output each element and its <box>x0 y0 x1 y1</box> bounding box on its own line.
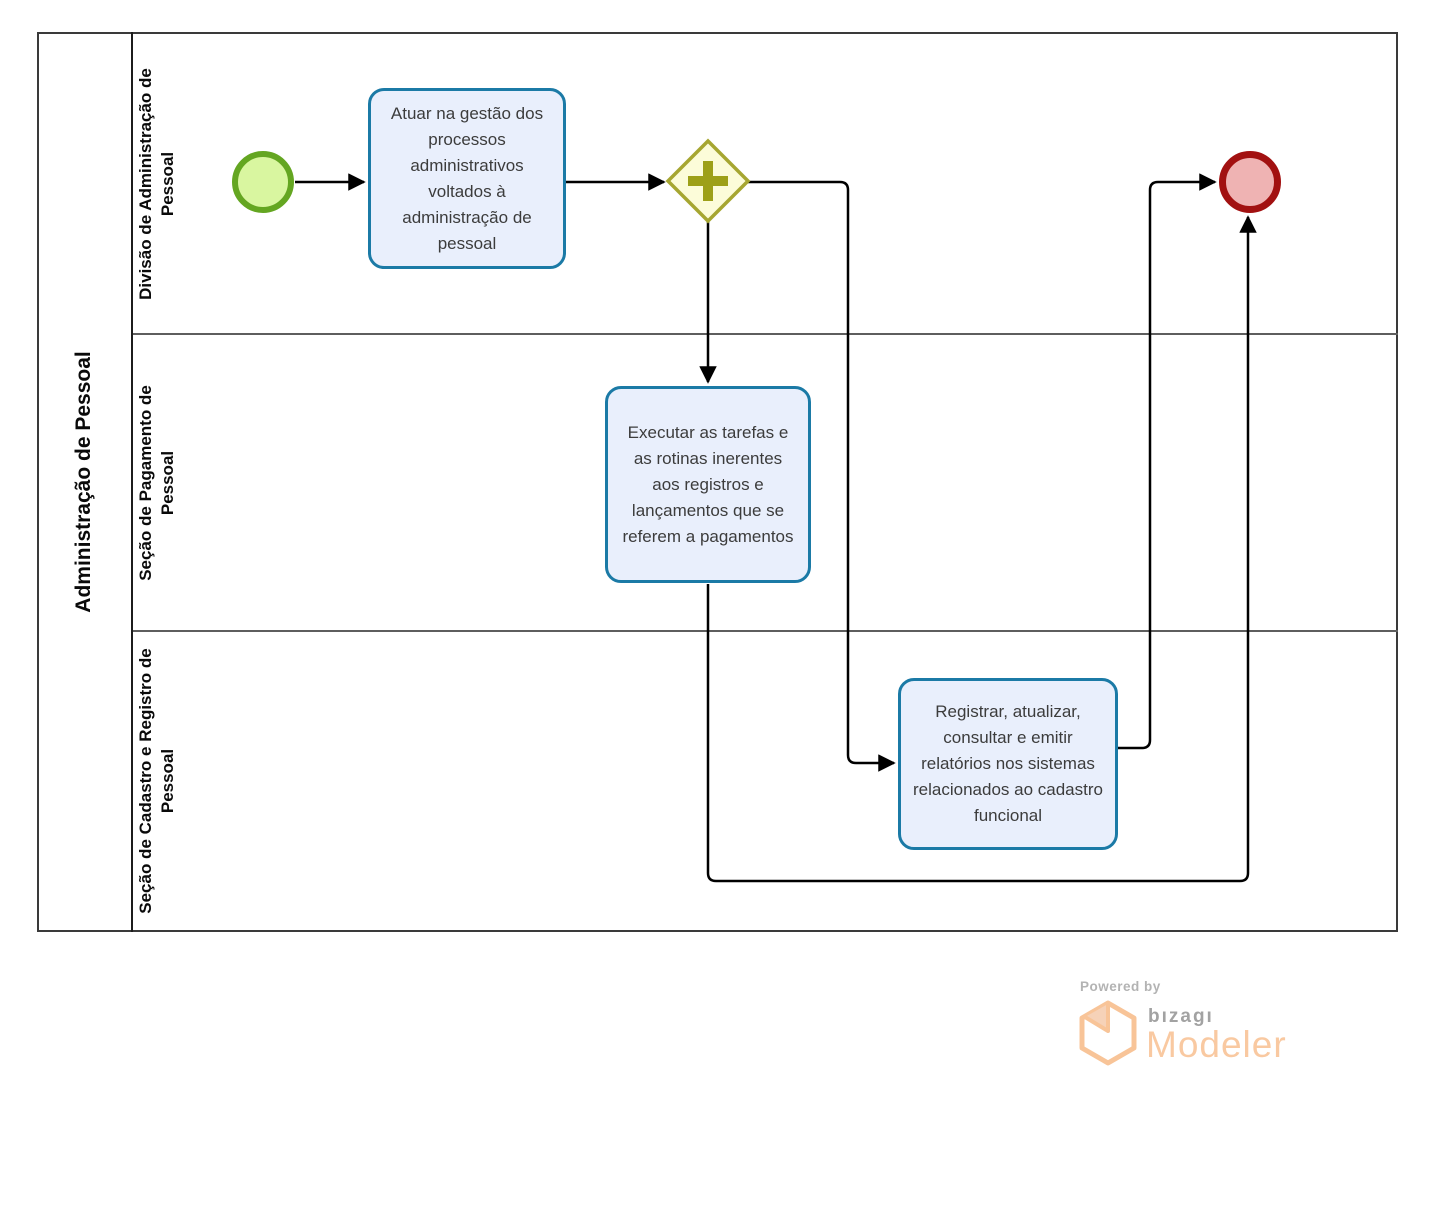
powered-by-label: Powered by <box>1080 979 1161 994</box>
task-label: Executar as tarefas e as rotinas inerent… <box>622 422 794 546</box>
pool-border <box>37 32 1398 932</box>
flow-task-cadastro-to-end <box>1118 173 1217 750</box>
task-label: Registrar, atualizar, consultar e emitir… <box>913 702 1103 825</box>
modeler-wordmark: Modeler <box>1146 1024 1287 1065</box>
task-gestao-processos: Atuar na gestão dos processos administra… <box>368 88 566 269</box>
lane-separator <box>133 630 1398 632</box>
plus-icon <box>688 161 728 201</box>
parallel-gateway <box>664 137 752 225</box>
end-event <box>1219 151 1281 213</box>
bizagi-logo-icon <box>1078 1000 1138 1071</box>
gateway-shape <box>665 138 751 224</box>
bizagi-wordmark: bızagı <box>1148 1006 1214 1027</box>
flow-gateway-to-task-cadastro <box>745 180 896 772</box>
pool-header: Administração de Pessoal <box>37 32 133 932</box>
lane-separator <box>133 333 1398 335</box>
task-cadastro-funcional: Registrar, atualizar, consultar e emitir… <box>898 678 1118 850</box>
start-event <box>232 151 294 213</box>
task-pagamentos: Executar as tarefas e as rotinas inerent… <box>605 386 811 583</box>
task-label: Atuar na gestão dos processos administra… <box>390 103 544 253</box>
flow-task-pagamentos-to-end <box>706 215 1257 883</box>
